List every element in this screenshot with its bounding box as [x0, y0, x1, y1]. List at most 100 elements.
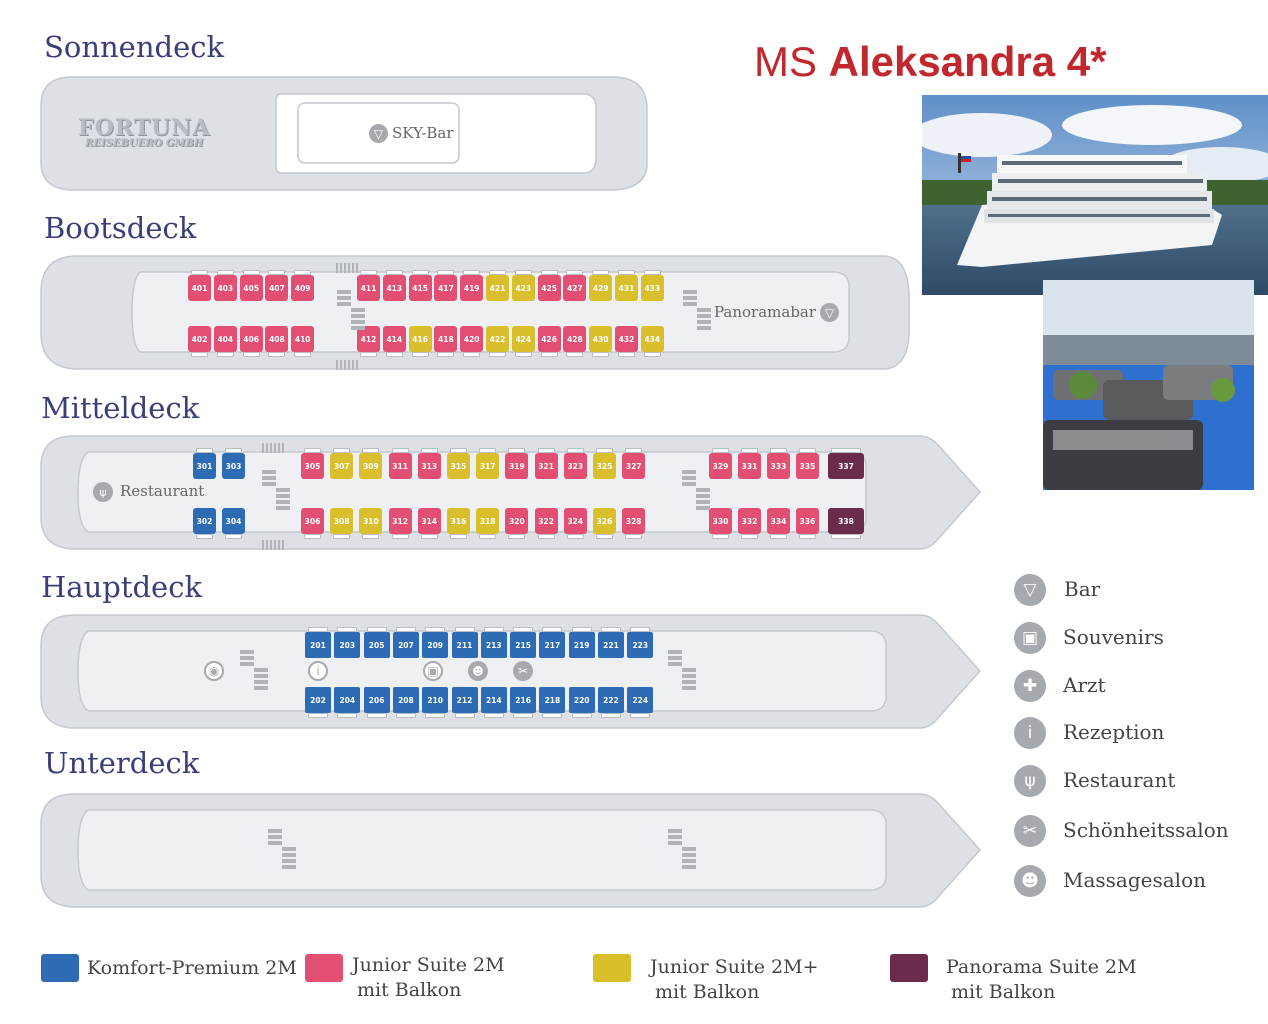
cabin-434: 434: [640, 326, 664, 357]
staircase-icon: [683, 290, 711, 334]
cabin-329: 329: [709, 448, 732, 479]
cabin-209: 209: [422, 627, 449, 658]
facility-legend-label: Arzt: [1063, 673, 1106, 697]
cabin-223: 223: [627, 627, 654, 658]
cabin-318: 318: [476, 508, 500, 539]
cabin-424: 424: [511, 326, 535, 357]
cabin-425: 425: [537, 270, 561, 301]
cabin-316: 316: [447, 508, 470, 539]
panoramabar-label: Panoramabar: [714, 303, 817, 321]
info-icon: i: [1014, 717, 1046, 749]
staircase-icon: [337, 290, 365, 334]
cabin-317: 317: [476, 448, 500, 479]
cabin-313: 313: [417, 448, 441, 479]
cabin-306: 306: [301, 508, 324, 539]
cabin-338: 338: [828, 508, 864, 539]
cabin-426: 426: [537, 326, 561, 357]
fortuna-logo: FORTUNA REISEBUERO GMBH: [78, 115, 211, 149]
cabin-333: 333: [767, 448, 790, 479]
cabin-320: 320: [505, 508, 529, 539]
cabin-337: 337: [828, 448, 864, 479]
facility-legend-label: Souvenirs: [1063, 625, 1164, 649]
cabin-402: 402: [188, 326, 211, 357]
cabin-326: 326: [593, 508, 616, 539]
cabin-405: 405: [239, 270, 263, 301]
staircase-icon: [668, 829, 696, 873]
cabin-213: 213: [480, 627, 507, 658]
cabin-204: 204: [334, 687, 361, 718]
cabin-319: 319: [505, 448, 529, 479]
cabin-407: 407: [265, 270, 289, 301]
deck-title-mitteldeck: Mitteldeck: [41, 391, 200, 425]
gift-icon: ▣: [423, 661, 443, 681]
scissors-icon: ✂: [1014, 815, 1046, 847]
cutlery-icon: ψ: [1014, 765, 1046, 797]
cabin-419: 419: [460, 270, 484, 301]
hull-unterdeck: [40, 793, 982, 908]
cabin-309: 309: [359, 448, 383, 479]
cabin-219: 219: [568, 627, 595, 658]
cabin-210: 210: [422, 687, 449, 718]
facility-legend-label: Massagesalon: [1063, 868, 1206, 892]
medical-cross-icon: ◉: [204, 661, 224, 681]
legend-swatch-yellow: [593, 954, 631, 982]
cabin-208: 208: [392, 687, 419, 718]
cabin-218: 218: [539, 687, 566, 718]
cabin-330: 330: [709, 508, 732, 539]
staircase-icon: [262, 438, 286, 457]
legend-swatch-pink: [305, 954, 343, 982]
cabin-314: 314: [417, 508, 441, 539]
cabin-311: 311: [388, 448, 412, 479]
cabin-331: 331: [738, 448, 761, 479]
legend-label-blue: Komfort-Premium 2M: [87, 957, 297, 979]
cabin-202: 202: [305, 687, 331, 718]
cocktail-icon: ▽: [820, 303, 839, 322]
facility-legend-label: Restaurant: [1063, 768, 1176, 792]
cocktail-icon: ▽: [1014, 574, 1046, 606]
title-ship-name: Aleksandra 4*: [828, 38, 1107, 85]
cabin-310: 310: [359, 508, 383, 539]
deck-title-unterdeck: Unterdeck: [44, 746, 200, 780]
cabin-211: 211: [451, 627, 478, 658]
cabin-423: 423: [511, 270, 535, 301]
cabin-420: 420: [460, 326, 484, 357]
cabin-415: 415: [408, 270, 432, 301]
cabin-403: 403: [213, 270, 237, 301]
cabin-301: 301: [193, 448, 216, 479]
cabin-215: 215: [510, 627, 537, 658]
cabin-417: 417: [434, 270, 458, 301]
cabin-224: 224: [627, 687, 654, 718]
cabin-221: 221: [598, 627, 624, 658]
deck-title-bootsdeck: Bootsdeck: [44, 211, 197, 245]
cabin-414: 414: [382, 326, 406, 357]
staircase-icon: [668, 650, 696, 694]
cabin-323: 323: [563, 448, 587, 479]
cabin-406: 406: [239, 326, 263, 357]
hull-sonnendeck: [40, 76, 648, 191]
cocktail-icon: ▽: [369, 124, 388, 143]
cabin-303: 303: [222, 448, 245, 479]
cabin-206: 206: [363, 687, 390, 718]
cabin-305: 305: [301, 448, 324, 479]
legend-swatch-purple: [890, 954, 928, 982]
facility-legend-label: Bar: [1064, 577, 1101, 601]
cabin-404: 404: [213, 326, 237, 357]
cabin-429: 429: [589, 270, 613, 301]
staircase-icon: [268, 829, 296, 873]
cabin-217: 217: [539, 627, 566, 658]
deck-photo: [1043, 280, 1254, 490]
cabin-334: 334: [767, 508, 790, 539]
cabin-336: 336: [796, 508, 819, 539]
scissors-icon: ✂: [513, 661, 533, 681]
cabin-304: 304: [222, 508, 245, 539]
cabin-216: 216: [510, 687, 537, 718]
staircase-icon: [262, 535, 286, 554]
medical-cross-icon: ✚: [1014, 670, 1046, 702]
gift-icon: ▣: [1014, 622, 1046, 654]
cabin-335: 335: [796, 448, 819, 479]
info-icon: i: [308, 661, 328, 681]
cabin-328: 328: [622, 508, 646, 539]
cabin-302: 302: [193, 508, 216, 539]
